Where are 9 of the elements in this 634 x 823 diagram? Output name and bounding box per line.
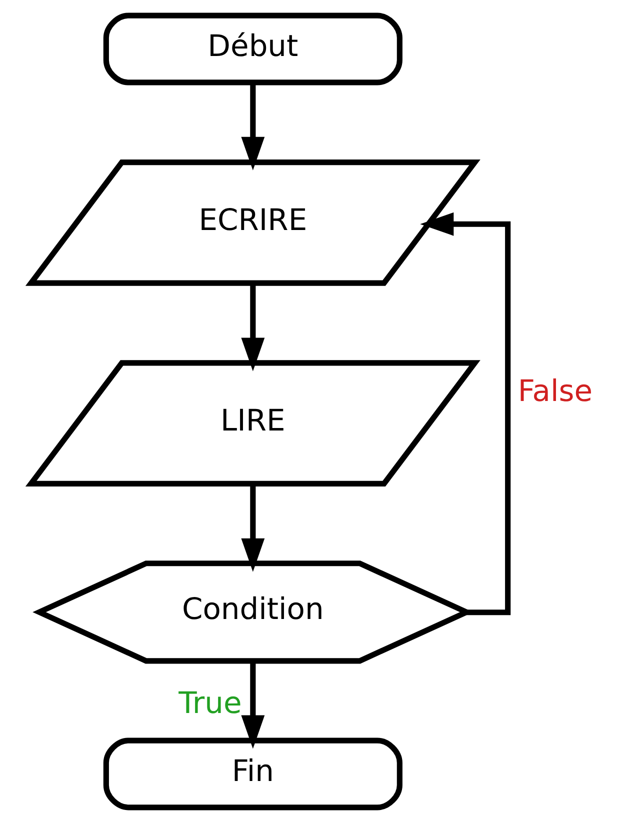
node-box: Fin: [103, 738, 402, 810]
arrow: [241, 82, 265, 170]
arrow: [420, 212, 511, 616]
arrow: [241, 283, 265, 372]
arrow: [241, 660, 265, 749]
node-box: Début: [103, 12, 402, 86]
edge-label: True: [178, 686, 242, 722]
edge-label: False: [518, 374, 593, 409]
arrow: [241, 484, 265, 572]
